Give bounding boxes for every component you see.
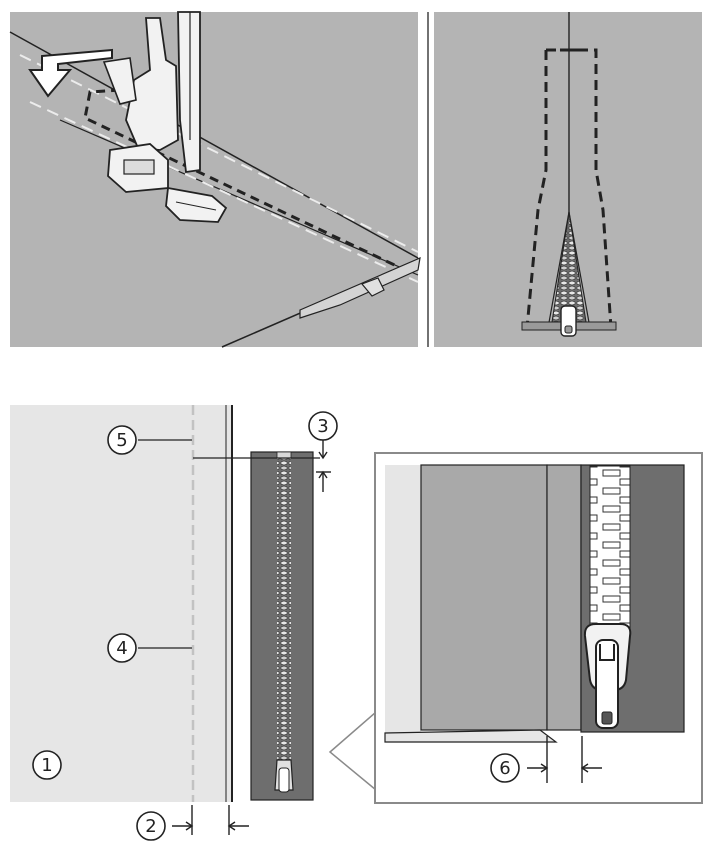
callout-3: 3: [308, 411, 338, 441]
callout-5-circle: [107, 425, 137, 455]
callout-2: 2: [136, 811, 166, 841]
callout-5: 5: [107, 425, 137, 455]
presser-foot-holder: [125, 17, 179, 151]
fabric-seam-line: [59, 119, 419, 276]
callout-6-label: 6: [499, 758, 510, 779]
fabric-edge-line: [9, 31, 419, 259]
presser-foot-sole: [165, 186, 228, 223]
zoom-fabric-left: [385, 465, 421, 733]
callout-3-label: 3: [317, 416, 328, 437]
zipper-teeth: [277, 456, 291, 776]
callout-1-label: 1: [41, 755, 52, 776]
split-line-left: [547, 211, 570, 329]
callout-2-label: 2: [145, 816, 156, 837]
panel-zipper-placement: [10, 405, 331, 835]
callout-4-circle: [107, 633, 137, 663]
zoom-slider-tab: [595, 639, 619, 729]
zoom-fabric-edge: [546, 464, 582, 731]
zoom-zipper-teeth: [589, 465, 631, 643]
presser-foot-slot: [123, 159, 155, 175]
presser-foot-sole-detail: [175, 201, 217, 211]
presser-foot-shank: [177, 11, 201, 174]
dim2-arrowhead-right: [227, 821, 236, 831]
callout-6-circle: [490, 753, 520, 783]
zoom-fabric-bottom: [384, 729, 558, 743]
guide-dash-lower: [29, 101, 419, 283]
callout-4: 4: [107, 633, 137, 663]
callout-1: 1: [32, 750, 62, 780]
dim2-arrowhead-left: [185, 821, 194, 831]
callout-6: 6: [490, 753, 520, 783]
zoom-slider-top: [599, 644, 615, 661]
fabric-piece: [10, 405, 232, 802]
panel-zoom-detail: [328, 452, 703, 804]
panel-stitching: [9, 11, 421, 348]
callout-2-circle: [136, 811, 166, 841]
callout-5-label: 5: [116, 430, 127, 451]
turn-arrow-icon: [28, 48, 113, 98]
dim6-arrowhead-left: [540, 763, 549, 773]
zipper-end: [360, 277, 385, 297]
guide-dash-upper: [19, 54, 419, 253]
zipper-pull-hole: [564, 325, 573, 334]
dim3-arrowhead-top: [318, 451, 328, 460]
zipper-slider-tab: [278, 767, 290, 793]
callout-1-circle: [32, 750, 62, 780]
presser-arm: [102, 57, 137, 105]
dim6-arrowhead-right: [580, 763, 589, 773]
callout-3-circle: [308, 411, 338, 441]
dim3-arrowhead-bottom: [318, 470, 328, 479]
zoom-slider-tab-hole: [601, 711, 613, 725]
callout-4-label: 4: [116, 638, 127, 659]
zoom-pointer: [328, 710, 377, 792]
panel-zipper-outline: [427, 12, 702, 347]
zoom-fabric-fold: [420, 464, 548, 731]
zipper-top-stop: [276, 451, 292, 459]
split-line-right: [568, 211, 591, 329]
